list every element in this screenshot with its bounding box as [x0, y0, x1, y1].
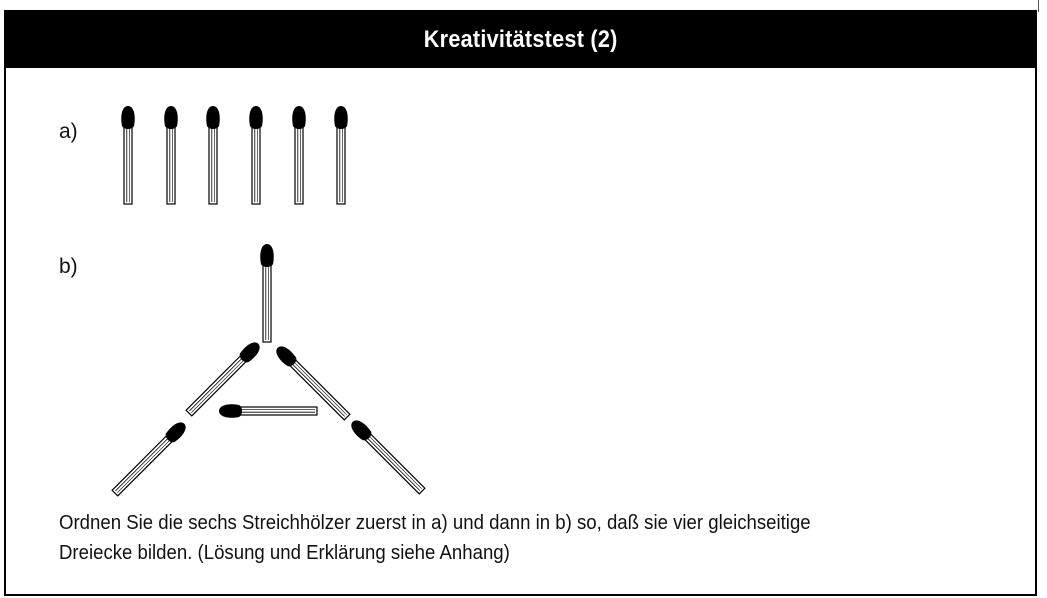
part-b-label: b)	[59, 255, 78, 278]
match-a-1	[120, 105, 136, 205]
instructions-line-1: Ordnen Sie die sechs Streichhölzer zuers…	[59, 512, 811, 534]
instructions-line-2: Dreiecke bilden. (Lösung und Erklärung s…	[59, 542, 510, 564]
card-title: Kreativitätstest (2)	[423, 26, 618, 53]
puzzle-card: Kreativitätstest (2)	[4, 10, 1037, 596]
match-a-4	[248, 105, 264, 205]
match-b-lower-right	[347, 416, 428, 497]
instructions-text: Ordnen Sie die sechs Streichhölzer zuers…	[59, 508, 961, 568]
part-a-label: a)	[59, 120, 78, 143]
match-a-3	[205, 105, 221, 205]
match-a-2	[163, 105, 179, 205]
match-b-lower-left	[109, 418, 190, 499]
page-edge-line	[1038, 0, 1039, 12]
card-header: Kreativitätstest (2)	[6, 12, 1035, 68]
match-b-middle	[218, 403, 318, 419]
match-b-top	[259, 243, 275, 343]
match-a-6	[333, 105, 349, 205]
match-a-5	[291, 105, 307, 205]
